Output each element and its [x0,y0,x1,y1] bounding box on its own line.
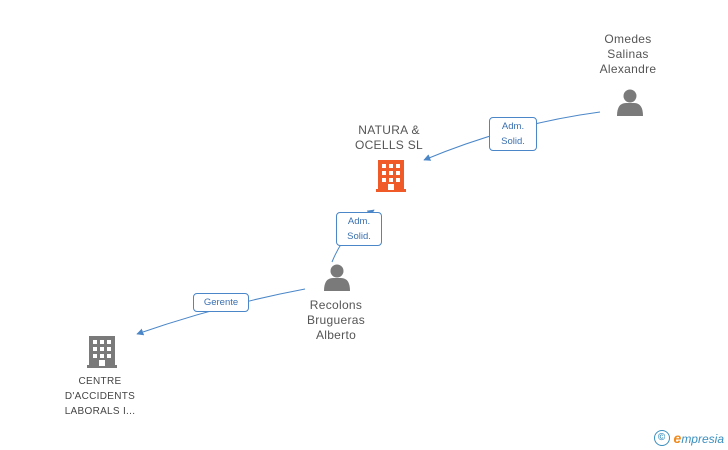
node-label-line: Recolons [309,298,363,312]
edge-label-recolons-natura: Adm. Solid. [336,212,382,246]
node-label-centre[interactable]: CENTRE D'ACCIDENTS LABORALS I... [45,374,155,419]
copyright-icon: © [653,430,670,446]
edge-label-line: Solid. [347,231,371,242]
node-label-line: Salinas [607,47,649,61]
node-label-line: Brugueras [306,313,366,327]
building-icon[interactable] [376,160,406,192]
edge-label-line: Solid. [501,136,525,147]
edge-label-line: Gerente [203,297,239,308]
node-label-line: Alexandre [599,62,657,76]
node-label-omedes[interactable]: Omedes Salinas Alexandre [578,32,678,77]
node-label-line: D'ACCIDENTS [64,391,136,402]
edge-label-line: Adm. [501,121,525,132]
node-label-line: CENTRE [78,376,122,387]
node-label-line: NATURA & [358,123,420,137]
person-icon[interactable] [324,264,350,292]
brand-logo[interactable]: empresia [674,430,724,446]
node-label-natura[interactable]: NATURA & OCELLS SL [339,123,439,153]
node-label-line: OCELLS SL [354,138,424,152]
node-label-line: Omedes [604,32,652,46]
edge-label-omedes-natura: Adm. Solid. [489,117,537,151]
node-label-recolons[interactable]: Recolons Brugueras Alberto [286,298,386,343]
person-icon[interactable] [617,89,643,117]
node-label-line: LABORALS I... [64,406,136,417]
footer-brand: © empresia [653,430,724,446]
brand-text: mpresia [681,432,724,446]
edge-label-recolons-centre: Gerente [193,293,249,312]
edge-label-line: Adm. [347,216,371,227]
node-label-line: Alberto [315,328,357,342]
building-icon[interactable] [87,336,117,368]
brand-initial: e [673,430,682,446]
